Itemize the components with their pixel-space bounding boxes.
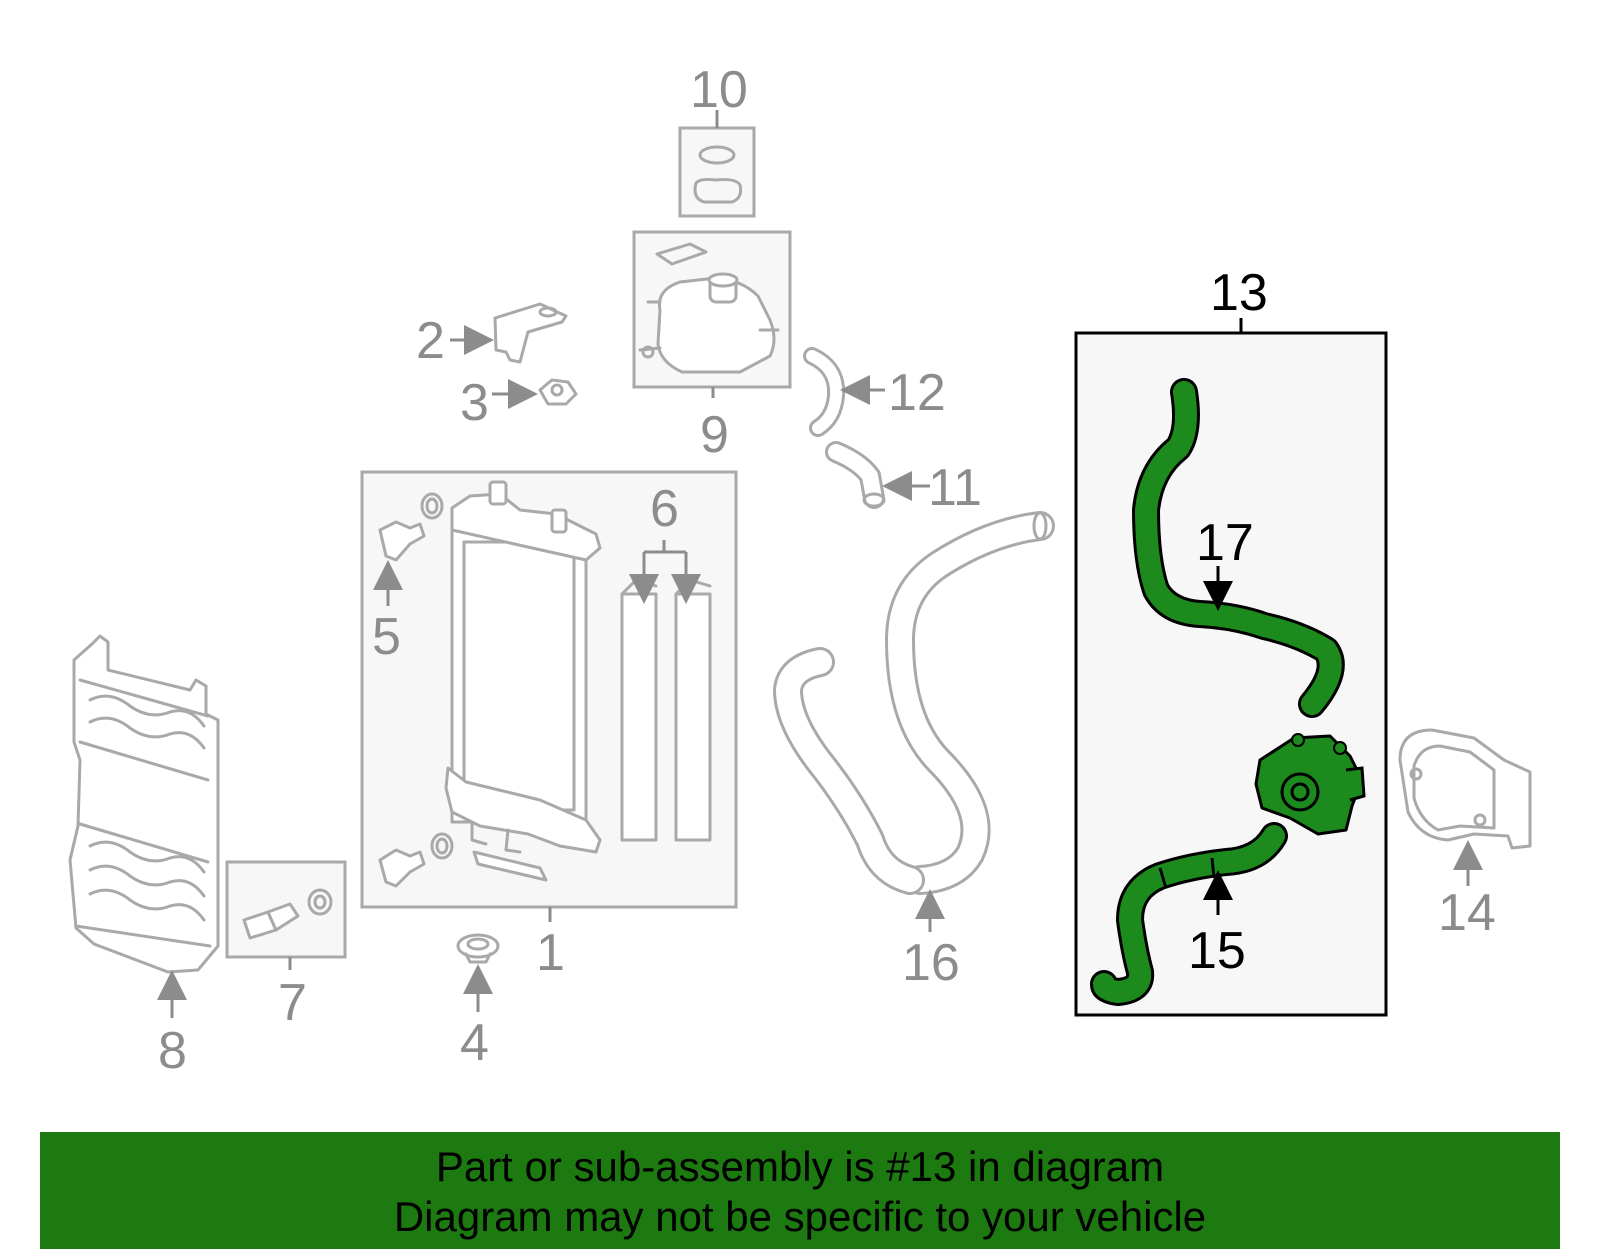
callout-8: 8 bbox=[158, 1022, 187, 1080]
callout-14: 14 bbox=[1438, 884, 1496, 942]
part-11-hose[interactable] bbox=[825, 441, 930, 509]
callout-12: 12 bbox=[888, 364, 946, 422]
part-8-air-guide[interactable] bbox=[68, 634, 220, 1018]
part-12-hose[interactable] bbox=[803, 347, 885, 437]
part-3-nut[interactable] bbox=[492, 378, 578, 409]
info-banner: Part or sub-assembly is #13 in diagram D… bbox=[40, 1132, 1560, 1249]
callout-11: 11 bbox=[928, 459, 982, 517]
part-10-seal-kit[interactable] bbox=[678, 110, 756, 218]
part-7-sensor[interactable] bbox=[225, 860, 347, 970]
part-16-hose[interactable] bbox=[773, 511, 1055, 932]
callout-9: 9 bbox=[700, 406, 729, 464]
part-1-radiator[interactable] bbox=[360, 470, 738, 922]
callout-5: 5 bbox=[372, 608, 401, 666]
part-4-grommet[interactable] bbox=[456, 933, 500, 1012]
banner-line-1: Part or sub-assembly is #13 in diagram bbox=[435, 1143, 1165, 1190]
part-2-bracket[interactable] bbox=[450, 302, 568, 364]
callout-17: 17 bbox=[1196, 514, 1254, 572]
part-13-water-pump-assembly[interactable] bbox=[1074, 318, 1388, 1017]
callout-13: 13 bbox=[1210, 264, 1268, 322]
callout-6: 6 bbox=[650, 480, 679, 538]
part-14-bracket[interactable] bbox=[1398, 728, 1532, 886]
part-9-coolant-reservoir[interactable] bbox=[632, 230, 792, 398]
callout-1: 1 bbox=[536, 924, 565, 982]
callout-10: 10 bbox=[690, 61, 748, 119]
callout-15: 15 bbox=[1188, 922, 1246, 980]
part-6-leaders bbox=[629, 540, 701, 604]
callout-7: 7 bbox=[278, 974, 307, 1032]
callout-2: 2 bbox=[416, 312, 445, 370]
callout-4: 4 bbox=[460, 1014, 489, 1072]
callout-16: 16 bbox=[902, 934, 960, 992]
callout-3: 3 bbox=[460, 374, 489, 432]
banner-line-2: Diagram may not be specific to your vehi… bbox=[393, 1193, 1207, 1240]
